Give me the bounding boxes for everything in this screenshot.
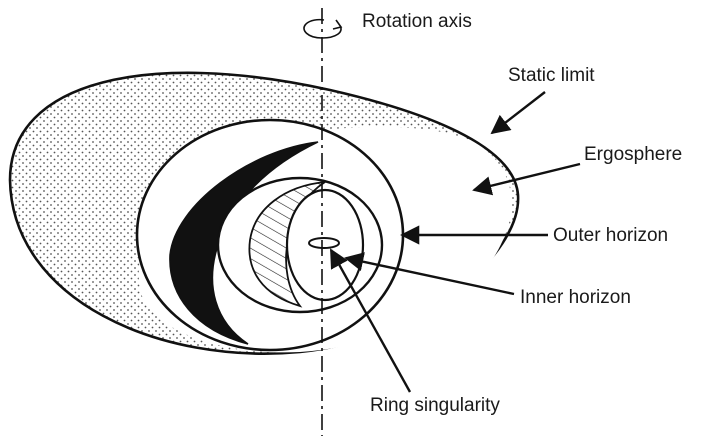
ergosphere-arrow bbox=[472, 162, 581, 196]
rotation-arrow-icon bbox=[303, 18, 343, 39]
inner-horizon-arrow bbox=[344, 252, 515, 296]
ergosphere-label: Ergosphere bbox=[584, 144, 682, 165]
ring-singularity-label: Ring singularity bbox=[370, 395, 500, 416]
rotation-axis-label: Rotation axis bbox=[362, 11, 472, 32]
ring-singularity bbox=[308, 237, 340, 249]
ring-singularity-arrow bbox=[329, 248, 412, 393]
inner-horizon-label: Inner horizon bbox=[520, 287, 631, 308]
static-limit-arrow bbox=[490, 91, 546, 135]
static-limit-label: Static limit bbox=[508, 65, 595, 86]
outer-horizon-label: Outer horizon bbox=[553, 225, 668, 246]
